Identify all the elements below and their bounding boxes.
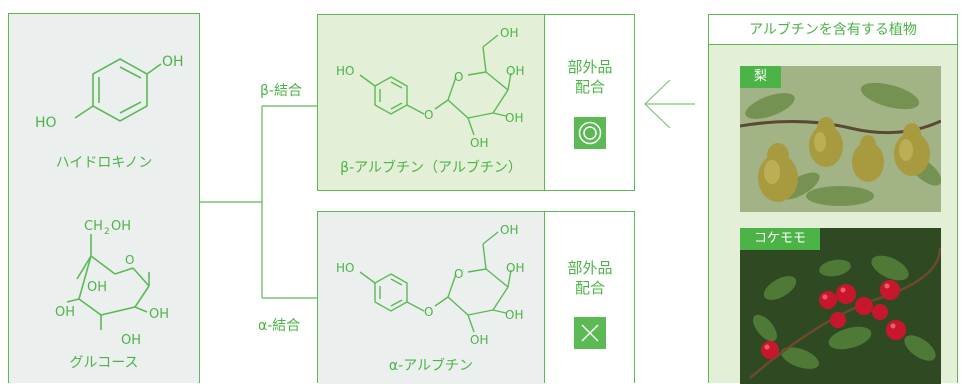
pear-image [740,66,941,212]
beta-arbutin-structure: HO O O OH OH OH OH [336,26,524,150]
beta-oh-r2: OH [505,111,523,125]
hydroquinone-structure: OH HO [35,54,184,131]
alpha-arbutin-structure-area: HO O O OH OH OH OH α-アルブチン [318,212,544,384]
beta-o-link: O [424,108,433,122]
glucose-oh-4: OH [121,333,141,348]
alpha-arbutin-structure: HO O O OH OH OH OH [336,223,524,347]
beta-oh-r1: OH [506,64,524,78]
beta-arbutin-box: HO O O OH OH OH OH β-アルブチン（アルブチン） 部外品 配合 [317,14,635,191]
hydroquinone-oh-top: OH [162,54,184,70]
glucose-ch2oh-ch: CH [84,219,103,234]
beta-bond-label: β-結合 [260,83,302,99]
alpha-oh-r2: OH [505,308,523,322]
lingonberry-label: コケモモ [740,228,821,250]
alpha-ho: HO [336,261,354,275]
glucose-ch2oh-sub: 2 [104,227,110,237]
alpha-arbutin-box: HO O O OH OH OH OH α-アルブチン 部外品 配合 [317,211,635,384]
alpha-quasi-drug-label: 部外品 配合 [567,259,613,297]
hydroquinone-name: ハイドロキノン [55,155,153,171]
hydroquinone-ho-bottom: HO [35,115,57,131]
glucose-oh-2: OH [55,305,75,320]
alpha-oh-top: OH [500,223,518,237]
glucose-name: グルコース [69,355,139,371]
alpha-arbutin-name: α-アルブチン [388,358,474,374]
beta-ho: HO [336,64,354,78]
glucose-ring-o: O [125,253,134,267]
source-compounds-panel: OH HO ハイドロキノン CH 2 OH O OH OH OH [8,13,200,383]
alpha-oh-bottom: OH [470,333,488,347]
alpha-o-link: O [424,305,433,319]
glucose-ch2oh-oh: OH [111,219,131,234]
arbutin-plants-panel: アルブチンを含有する植物 梨 [708,14,958,384]
alpha-oh-r1: OH [506,261,524,275]
arrow-left-icon [644,79,695,129]
double-circle-icon [574,117,606,149]
lingonberry-photo: コケモモ [740,228,941,384]
beta-o-ring: O [454,70,463,84]
plants-panel-title: アルブチンを含有する植物 [709,15,957,45]
pear-label: 梨 [740,66,782,88]
beta-arbutin-name: β-アルブチン（アルブチン） [340,160,522,176]
glucose-oh-3: OH [149,307,169,322]
beta-oh-bottom: OH [470,136,488,150]
pear-photo: 梨 [740,66,941,212]
beta-quasi-drug-label: 部外品 配合 [567,58,613,96]
lingonberry-image [740,228,941,384]
alpha-o-ring: O [454,267,463,281]
beta-arbutin-structure-area: HO O O OH OH OH OH β-アルブチン（アルブチン） [318,15,544,190]
glucose-oh-1: OH [87,280,107,295]
alpha-bond-label: α-結合 [258,318,301,334]
glucose-structure: CH 2 OH O OH OH OH OH [55,219,169,348]
cross-icon [574,317,606,349]
beta-oh-top: OH [500,26,518,40]
